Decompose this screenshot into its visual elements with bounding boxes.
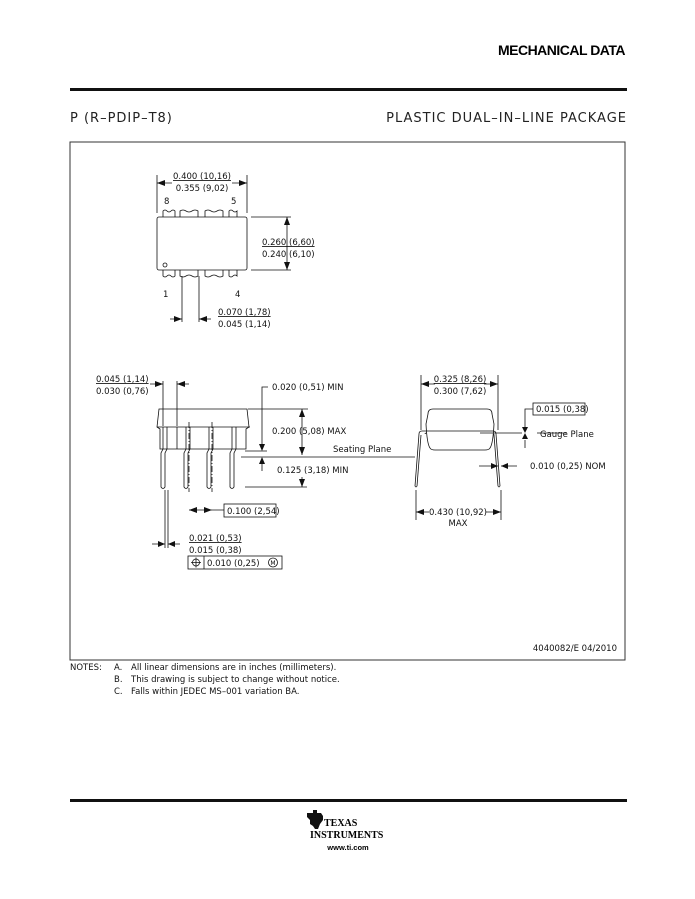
position-tolerance-icon (191, 557, 201, 568)
end-width-max: 0.325 (8,26) (434, 375, 487, 385)
note-text: All linear dimensions are in inches (mil… (131, 663, 336, 673)
package-name: PLASTIC DUAL–IN–LINE PACKAGE (386, 111, 627, 126)
logo-line-1: TEXAS (324, 818, 358, 829)
drawing-id: 4040082/E 04/2010 (533, 644, 617, 654)
footer-rule (70, 799, 627, 802)
page-header-title: MECHANICAL DATA (498, 42, 625, 58)
lead-width-min: 0.015 (0,38) (189, 546, 242, 556)
side-view: 0.045 (1,14) 0.030 (0,76) 0.020 (0,51) M… (96, 375, 415, 570)
notes: NOTES: A. All linear dimensions are in i… (70, 663, 340, 697)
pin-label-5: 5 (231, 197, 236, 207)
notes-label: NOTES: (70, 663, 102, 673)
note-text: This drawing is subject to change withou… (130, 675, 340, 685)
note-letter: C. (114, 687, 123, 697)
header-rule (70, 88, 627, 91)
gauge-plane-label: Gauge Plane (540, 430, 594, 440)
lead-thickness-dim: 0.010 (0,25) NOM (530, 462, 606, 472)
lead-width-max: 0.021 (0,53) (189, 534, 242, 544)
package-code: P (R–PDIP–T8) (70, 111, 173, 126)
footer-url[interactable]: www.ti.com (326, 843, 369, 852)
end-view: 0.325 (8,26) 0.300 (7,62) 0.015 (0,38) G… (414, 375, 606, 529)
texas-state-logo-icon (307, 810, 323, 829)
drawing-frame (69, 141, 626, 661)
logo-line-2: INSTRUMENTS (310, 830, 384, 841)
end-width-min: 0.300 (7,62) (434, 387, 487, 397)
top-width-max: 0.400 (10,16) (173, 172, 231, 182)
standoff-dim: 0.020 (0,51) MIN (272, 383, 344, 393)
note-text: Falls within JEDEC MS–001 variation BA. (131, 687, 299, 697)
seating-plane-label: Seating Plane (333, 445, 391, 455)
lead-length-dim: 0.125 (3,18) MIN (277, 466, 349, 476)
shoulder-min: 0.030 (0,76) (96, 387, 149, 397)
pin-label-8: 8 (164, 197, 169, 207)
pin-width-min: 0.045 (1,14) (218, 320, 271, 330)
pin-label-4: 4 (235, 290, 240, 300)
note-letter: A. (114, 663, 122, 673)
span-max-dim: 0.430 (10,92) (429, 508, 487, 518)
span-max-label: MAX (449, 519, 468, 529)
tolerance-modifier: M (270, 560, 275, 567)
top-view: 8 5 1 4 0.400 (10,16) 0.355 (9,02) 0.260… (156, 172, 315, 330)
ti-logo: TEXAS INSTRUMENTS (307, 810, 384, 841)
gauge-offset-dim: 0.015 (0,38) (536, 405, 589, 415)
top-height-min: 0.240 (6,10) (262, 250, 315, 260)
pitch-dim: 0.100 (2,54) (227, 507, 280, 517)
pin-width-max: 0.070 (1,78) (218, 308, 271, 318)
note-letter: B. (114, 675, 123, 685)
height-dim: 0.200 (5,08) MAX (272, 427, 346, 437)
top-height-max: 0.260 (6,60) (262, 238, 315, 248)
shoulder-max: 0.045 (1,14) (96, 375, 149, 385)
top-width-min: 0.355 (9,02) (176, 184, 229, 194)
mmc-modifier-icon (268, 557, 278, 568)
tolerance-dim: 0.010 (0,25) (207, 559, 260, 569)
pin-label-1: 1 (163, 290, 168, 300)
